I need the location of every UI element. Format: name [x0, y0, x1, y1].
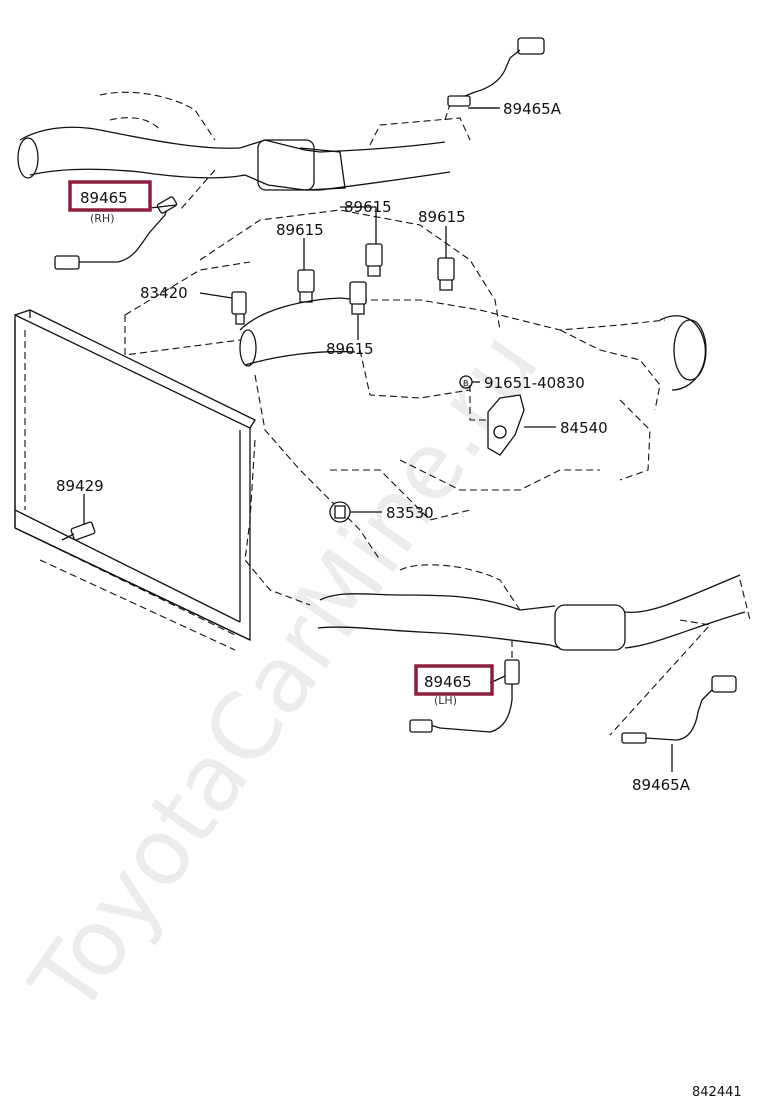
o2-sensor-rh-rear	[447, 37, 545, 109]
position-sensor	[469, 385, 525, 456]
radiator	[14, 309, 256, 651]
watermark-text: ToyotaCarMine.ru	[10, 313, 559, 1034]
callout-oil-pressure-switch[interactable]: 83420	[140, 284, 188, 302]
callout-knock-sensor-top-right[interactable]: 89615	[418, 208, 466, 226]
temp-gauge-sender	[329, 501, 351, 523]
lower-exhaust-pipe	[317, 564, 751, 736]
svg-text:B: B	[463, 379, 469, 388]
callout-knock-sensor-top-left[interactable]: 89615	[276, 221, 324, 239]
callout-water-temp-sensor[interactable]: 89429	[56, 477, 104, 495]
callout-rh-side: (RH)	[90, 212, 115, 225]
o2-sensor-lh-rear	[621, 675, 737, 744]
callout-o2-sensor-lh-rear[interactable]: 89465A	[632, 776, 691, 794]
callout-o2-sensor-lh[interactable]: 89465	[424, 673, 472, 691]
knock-sensor-top-left	[297, 269, 315, 303]
callout-position-sensor[interactable]: 84540	[560, 419, 608, 437]
o2-sensor-rh	[54, 196, 178, 270]
callout-lh-side: (LH)	[434, 694, 457, 707]
highlight-box-rh	[68, 180, 152, 212]
water-temp-sensor	[61, 521, 96, 541]
knock-sensor-top-center	[365, 243, 383, 277]
o2-sensor-lh	[409, 640, 520, 733]
oil-pressure-switch	[231, 291, 247, 325]
callout-temp-gauge-sender[interactable]: 83530	[386, 504, 434, 522]
callout-o2-sensor-rh-rear[interactable]: 89465A	[503, 100, 562, 118]
callout-bolt[interactable]: 91651-40830	[484, 374, 585, 392]
diagram-id: 842441	[692, 1085, 742, 1100]
engine-block	[124, 209, 707, 606]
knock-sensor-top-right	[437, 257, 455, 291]
highlight-box-lh	[414, 664, 494, 696]
knock-sensor-bottom	[349, 281, 367, 315]
callout-o2-sensor-rh[interactable]: 89465	[80, 189, 128, 207]
callout-knock-sensor-bottom[interactable]: 89615	[326, 340, 374, 358]
leader-lines	[83, 107, 673, 772]
upper-exhaust-pipe	[17, 91, 471, 211]
callout-knock-sensor-top-center[interactable]: 89615	[344, 198, 392, 216]
